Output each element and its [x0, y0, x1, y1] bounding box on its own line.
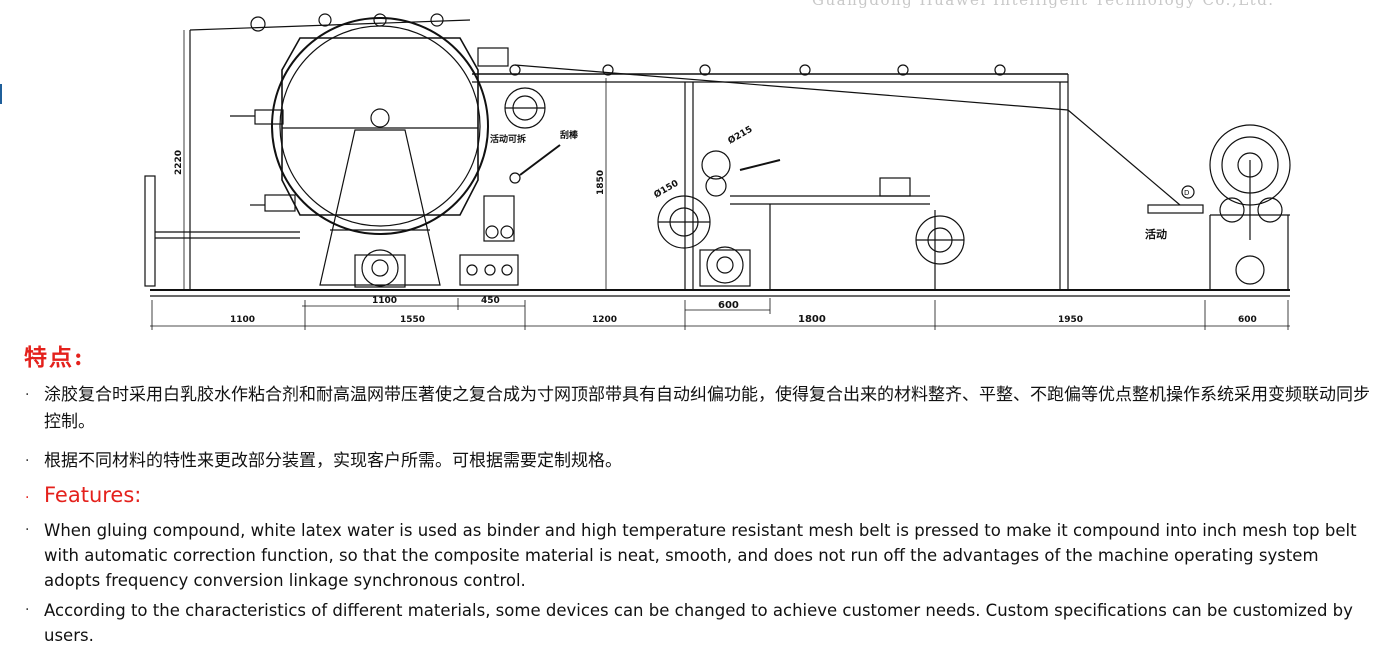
dim-1950: 1950: [1058, 315, 1083, 325]
bullet: ·: [25, 387, 30, 403]
dim-1100: 1100: [230, 315, 255, 325]
bullet: ·: [25, 522, 30, 538]
dim-600-right: 600: [1238, 315, 1257, 325]
label-movable: 活动: [1145, 227, 1167, 241]
features-en-heading: Features:: [44, 483, 142, 507]
dim-1200: 1200: [592, 315, 617, 325]
slide-edge-marker: [0, 84, 2, 104]
dim-inner-450: 450: [481, 296, 500, 306]
company-name: Guangdong Huawei Intelligent Technology …: [812, 0, 1275, 9]
label-scraper: 刮棒: [560, 129, 579, 141]
dim-1800: 1800: [798, 314, 826, 325]
bullet: ·: [25, 490, 30, 506]
feature-cn-item-1: 涂胶复合时采用白乳胶水作粘合剂和耐高温网带压著使之复合成为寸网顶部带具有自动纠偏…: [44, 385, 1370, 432]
bullet: ·: [25, 453, 30, 469]
features-cn-heading: 特点:: [24, 344, 85, 371]
feature-en-item-1: When gluing compound, white latex water …: [44, 521, 1357, 590]
machine-technical-drawing: 1100 1550 1200 1800 1950 600 1100 450 60…: [144, 13, 1291, 330]
feature-cn-item-2: 根据不同材料的特性来更改部分装置，实现客户所需。可根据需要定制规格。: [44, 451, 622, 471]
height-2220: 2220: [174, 150, 184, 175]
dim-inner-600: 600: [718, 300, 739, 311]
bullet: ·: [25, 602, 30, 618]
height-1850: 1850: [596, 170, 606, 195]
dim-inner-1100: 1100: [372, 296, 397, 306]
label-d: D: [1184, 189, 1189, 197]
feature-en-item-2: According to the characteristics of diff…: [44, 601, 1353, 645]
diameter-215: Ø215: [726, 124, 754, 147]
dim-1550: 1550: [400, 315, 425, 325]
label-removable: 活动可拆: [490, 133, 526, 145]
